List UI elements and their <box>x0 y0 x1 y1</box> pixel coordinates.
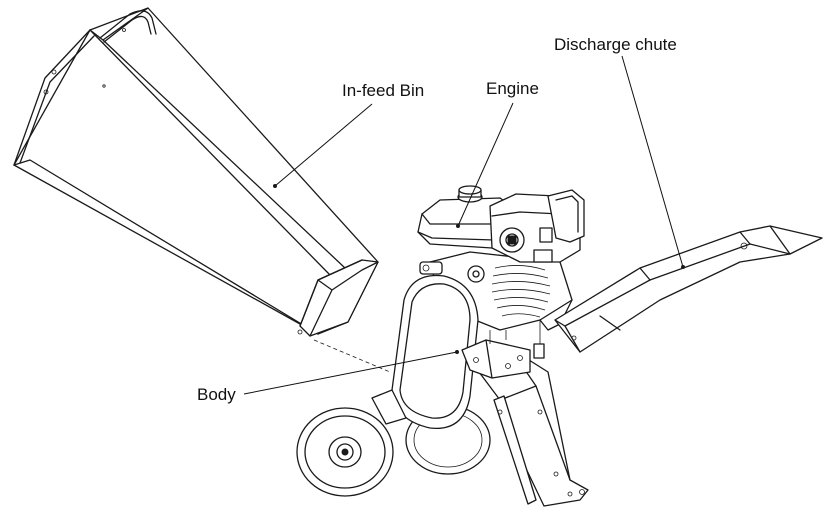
infeed-bin-label: In-feed Bin <box>342 81 425 100</box>
cylinder-fins <box>491 265 551 318</box>
discharge-chute-label: Discharge chute <box>554 35 677 54</box>
frame-leg <box>461 320 589 507</box>
body-leader <box>243 351 458 395</box>
infeed-bin <box>13 7 391 373</box>
engine-label: Engine <box>486 79 539 98</box>
front-wheel <box>296 389 407 497</box>
infeed-leader <box>274 103 373 187</box>
body <box>391 274 479 430</box>
discharge-chute <box>554 225 823 353</box>
body-label: Body <box>197 385 236 404</box>
engine-leader <box>457 102 514 227</box>
discharge-leader <box>621 55 684 268</box>
